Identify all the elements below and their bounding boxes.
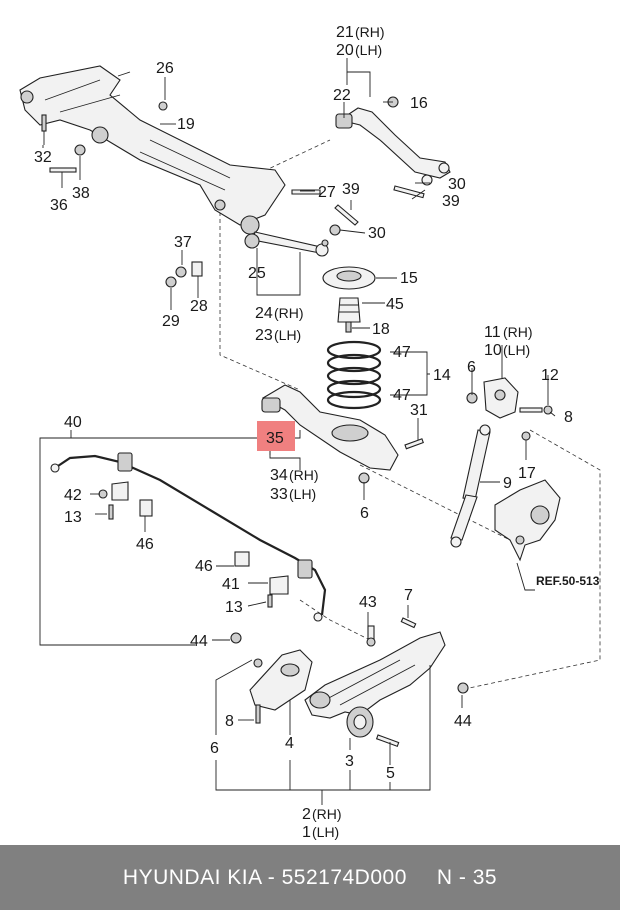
label-45: 45 bbox=[386, 296, 404, 313]
stabilizer-hardware bbox=[98, 481, 289, 644]
label-44b: 44 bbox=[454, 713, 472, 730]
shock-absorber-part[interactable] bbox=[450, 424, 531, 548]
dashed-line-crossmember-arm bbox=[219, 205, 301, 391]
label-17: 17 bbox=[518, 465, 536, 482]
label-16: 16 bbox=[410, 95, 428, 112]
label-3: 3 bbox=[345, 753, 354, 770]
knuckle-part[interactable] bbox=[494, 479, 561, 562]
assist-link-part[interactable] bbox=[366, 617, 417, 647]
label-38: 38 bbox=[72, 185, 90, 202]
footer-part-number: HYUNDAI KIA - 552174D000 bbox=[122, 865, 407, 889]
label-15: 15 bbox=[400, 270, 418, 287]
label-39a: 39 bbox=[342, 181, 360, 198]
leader-lines bbox=[39, 58, 556, 805]
label-32: 32 bbox=[34, 149, 52, 166]
label-2: 2 bbox=[302, 806, 311, 823]
label-19: 19 bbox=[177, 116, 195, 133]
footer-bar: HYUNDAI KIA - 552174D000 N - 35 bbox=[0, 845, 620, 910]
label-47a: 47 bbox=[393, 344, 411, 361]
label-39b: 39 bbox=[442, 193, 460, 210]
label-6c: 6 bbox=[210, 740, 219, 757]
label-36: 36 bbox=[50, 197, 68, 214]
label-22: 22 bbox=[333, 87, 351, 104]
label-5: 5 bbox=[386, 765, 395, 782]
carrier-part[interactable] bbox=[466, 377, 553, 419]
label-10: 10 bbox=[484, 342, 502, 359]
label-20-sub: (LH) bbox=[355, 42, 382, 58]
dashed-line-stabilizer bbox=[299, 599, 371, 641]
footer-reference: N - 35 bbox=[436, 865, 498, 889]
coil-spring-part[interactable] bbox=[326, 340, 382, 410]
label-18: 18 bbox=[372, 321, 390, 338]
label-34-sub: (RH) bbox=[289, 467, 319, 483]
label-10-sub: (LH) bbox=[503, 342, 530, 358]
label-44a: 44 bbox=[190, 633, 208, 650]
label-30a: 30 bbox=[448, 176, 466, 193]
bracket-part[interactable] bbox=[249, 649, 313, 724]
label-11-sub: (RH) bbox=[503, 324, 533, 340]
label-24: 24 bbox=[255, 305, 273, 322]
label-6a: 6 bbox=[467, 359, 476, 376]
label-37: 37 bbox=[174, 234, 192, 251]
label-40: 40 bbox=[64, 414, 82, 431]
callout-labels: 21 (RH) 20 (LH) 26 22 16 19 32 36 38 27 … bbox=[34, 24, 600, 841]
label-41: 41 bbox=[222, 576, 240, 593]
stabilizer-link-part[interactable] bbox=[244, 231, 329, 257]
label-34: 34 bbox=[270, 467, 288, 484]
label-47b: 47 bbox=[393, 387, 411, 404]
label-46a: 46 bbox=[136, 536, 154, 553]
label-29: 29 bbox=[162, 313, 180, 330]
label-26: 26 bbox=[156, 60, 174, 77]
parts-diagram: 21 (RH) 20 (LH) 26 22 16 19 32 36 38 27 … bbox=[19, 24, 601, 841]
upper-arm-part[interactable] bbox=[335, 107, 451, 179]
label-9: 9 bbox=[503, 475, 512, 492]
label-2-sub: (RH) bbox=[312, 806, 342, 822]
label-4: 4 bbox=[285, 735, 294, 752]
label-12: 12 bbox=[541, 367, 559, 384]
label-46b: 46 bbox=[195, 558, 213, 575]
lower-control-arm-part[interactable] bbox=[304, 631, 469, 719]
label-13b: 13 bbox=[225, 599, 243, 616]
label-20: 20 bbox=[336, 42, 354, 59]
label-7: 7 bbox=[404, 587, 413, 604]
label-1: 1 bbox=[302, 824, 311, 841]
label-14: 14 bbox=[433, 367, 451, 384]
label-21: 21 bbox=[336, 24, 354, 41]
stabilizer-bar-part[interactable] bbox=[50, 452, 327, 622]
label-1-sub: (LH) bbox=[312, 824, 339, 840]
spring-seat-part[interactable] bbox=[322, 266, 376, 290]
label-24-sub: (RH) bbox=[274, 305, 304, 321]
label-8b: 8 bbox=[225, 713, 234, 730]
dashed-line-arm-knuckle bbox=[359, 464, 521, 546]
label-23-sub: (LH) bbox=[274, 327, 301, 343]
label-21-sub: (RH) bbox=[355, 24, 385, 40]
lower-arm-part[interactable] bbox=[261, 384, 424, 484]
label-8a: 8 bbox=[564, 409, 573, 426]
crossmember-part[interactable] bbox=[19, 65, 286, 235]
label-23: 23 bbox=[255, 327, 273, 344]
label-42: 42 bbox=[64, 487, 82, 504]
label-25: 25 bbox=[248, 265, 266, 282]
label-11: 11 bbox=[484, 324, 501, 341]
label-ref: REF.50-513 bbox=[536, 574, 600, 588]
label-33-sub: (LH) bbox=[289, 486, 316, 502]
bushing-part[interactable] bbox=[346, 706, 400, 747]
highlight-box bbox=[257, 421, 295, 451]
label-30b: 30 bbox=[368, 225, 386, 242]
label-6b: 6 bbox=[360, 505, 369, 522]
label-13a: 13 bbox=[64, 509, 82, 526]
label-35: 35 bbox=[266, 430, 284, 447]
label-27: 27 bbox=[318, 184, 336, 201]
label-43: 43 bbox=[359, 594, 377, 611]
label-33: 33 bbox=[270, 486, 288, 503]
label-28: 28 bbox=[190, 298, 208, 315]
dashed-line-knuckle-lower bbox=[459, 429, 601, 691]
label-31: 31 bbox=[410, 402, 428, 419]
bump-stopper-part[interactable] bbox=[337, 297, 361, 333]
